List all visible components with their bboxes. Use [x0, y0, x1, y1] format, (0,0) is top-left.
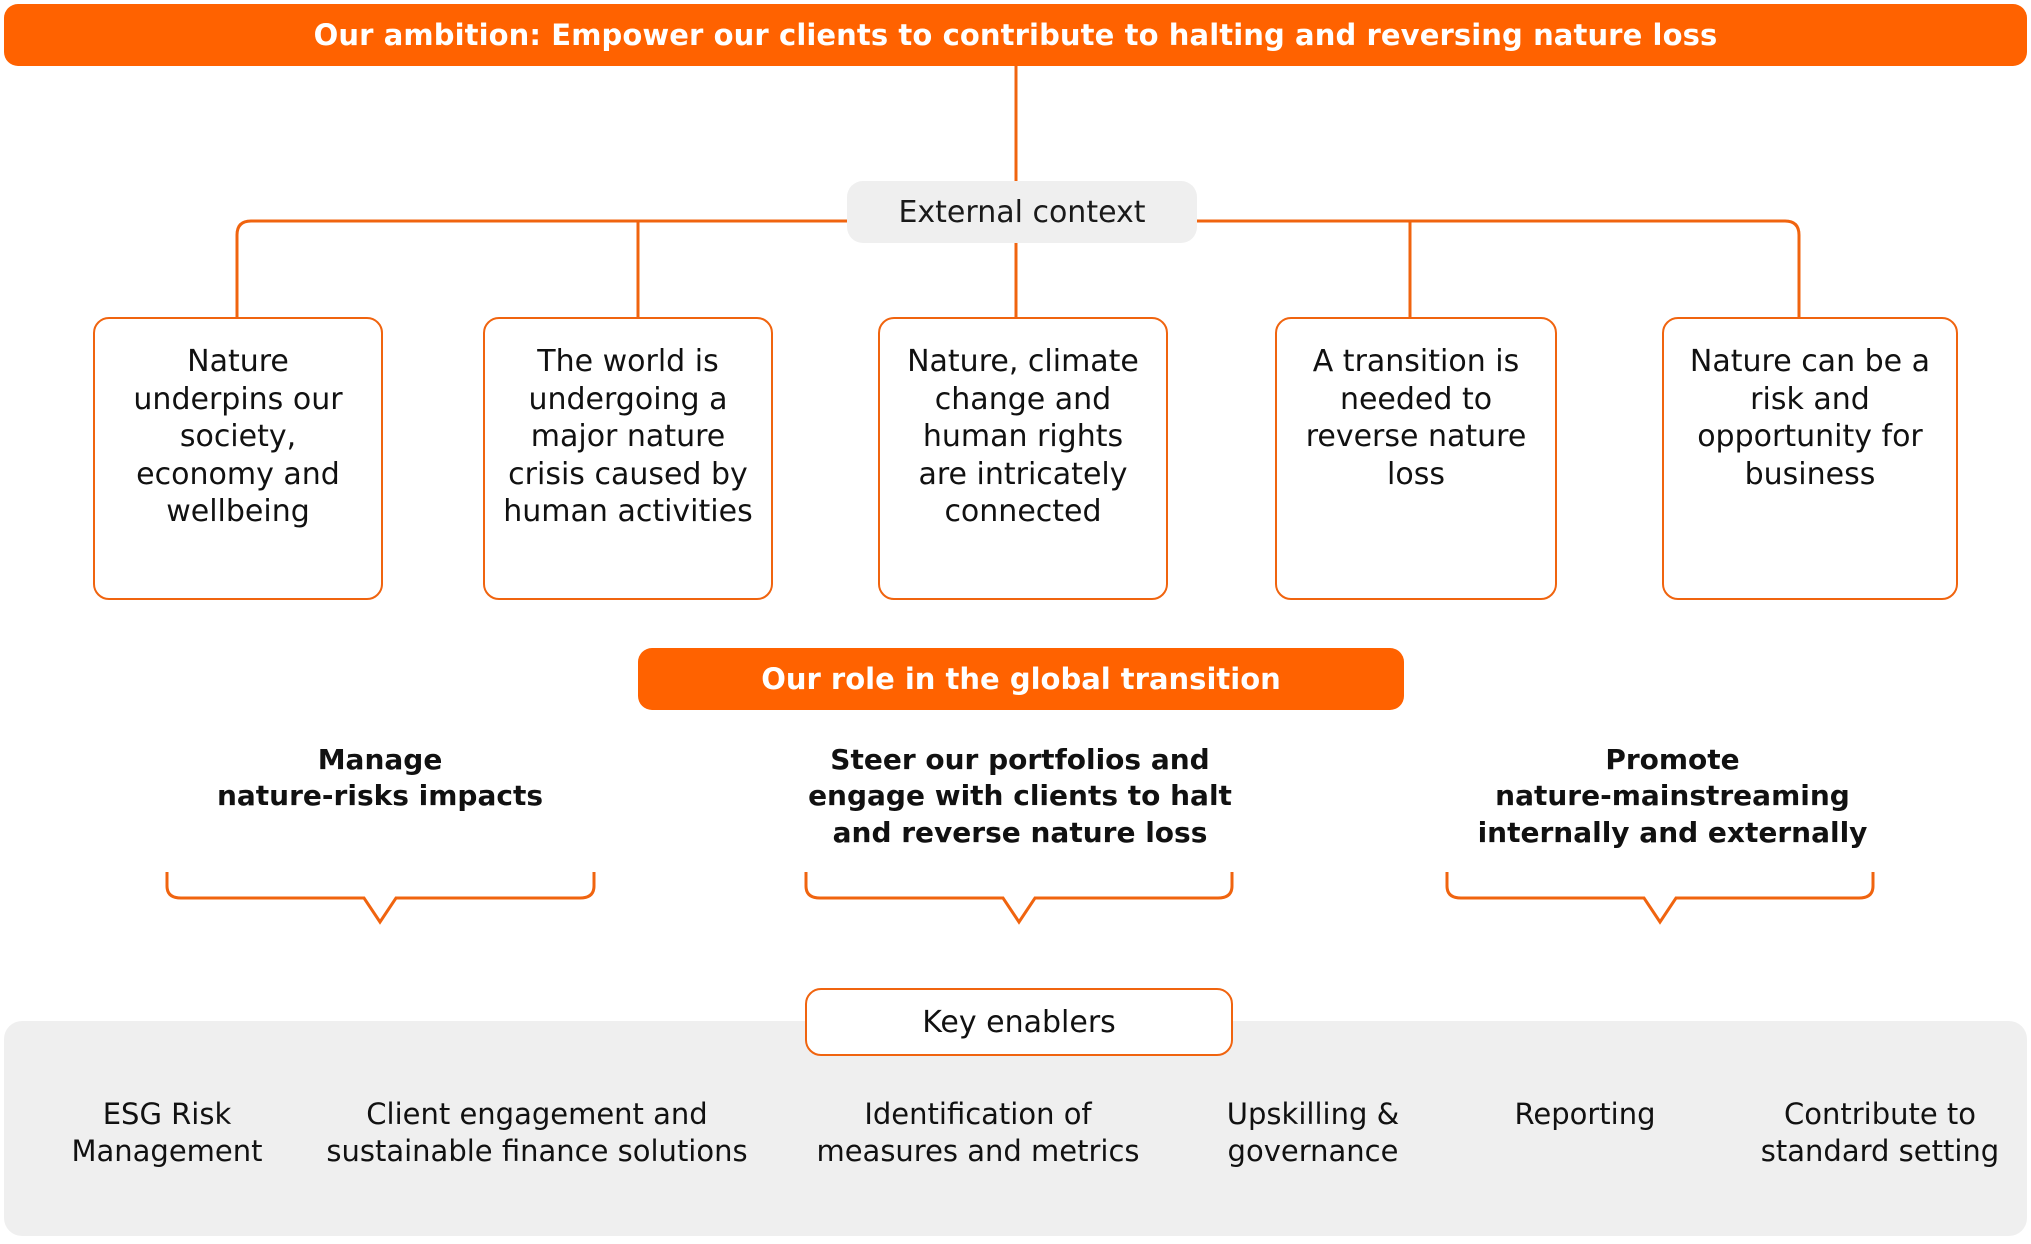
role-banner: Our role in the global transition — [638, 648, 1404, 710]
role-label: Our role in the global transition — [761, 662, 1281, 696]
enabler-item-4: Upskilling &governance — [1198, 1096, 1428, 1170]
enabler-item-4-label: Upskilling &governance — [1226, 1097, 1400, 1169]
context-box-2-label: The world is undergoing a major nature c… — [503, 344, 753, 529]
ambition-banner: Our ambition: Empower our clients to con… — [4, 4, 2027, 66]
external-context-label: External context — [898, 194, 1146, 230]
context-box-3-label: Nature, climate change and human rights … — [907, 344, 1139, 529]
brace-pillar-2 — [804, 872, 1234, 925]
wire-corner-box5 — [1784, 219, 1801, 317]
context-box-4-label: A transition is needed to reverse nature… — [1305, 344, 1527, 492]
external-context-pill: External context — [847, 181, 1197, 243]
key-enablers-label: Key enablers — [922, 1004, 1116, 1040]
brace-pillar-3 — [1445, 872, 1875, 925]
key-enablers-strip — [4, 1021, 2027, 1236]
enabler-item-5-label: Reporting — [1514, 1097, 1656, 1131]
key-enablers-box: Key enablers — [805, 988, 1233, 1056]
context-box-5: Nature can be a risk and opportunity for… — [1662, 317, 1958, 600]
ambition-label: Our ambition: Empower our clients to con… — [313, 18, 1718, 52]
context-box-1: Nature underpins our society, economy an… — [93, 317, 383, 600]
context-box-3: Nature, climate change and human rights … — [878, 317, 1168, 600]
context-box-2: The world is undergoing a major nature c… — [483, 317, 773, 600]
context-box-5-label: Nature can be a risk and opportunity for… — [1689, 344, 1931, 492]
brace-pillar-1 — [165, 872, 596, 925]
enabler-item-5: Reporting — [1455, 1096, 1715, 1133]
context-box-1-label: Nature underpins our society, economy an… — [133, 344, 343, 529]
wire-corner-box1 — [235, 219, 252, 317]
context-box-4: A transition is needed to reverse nature… — [1275, 317, 1557, 600]
